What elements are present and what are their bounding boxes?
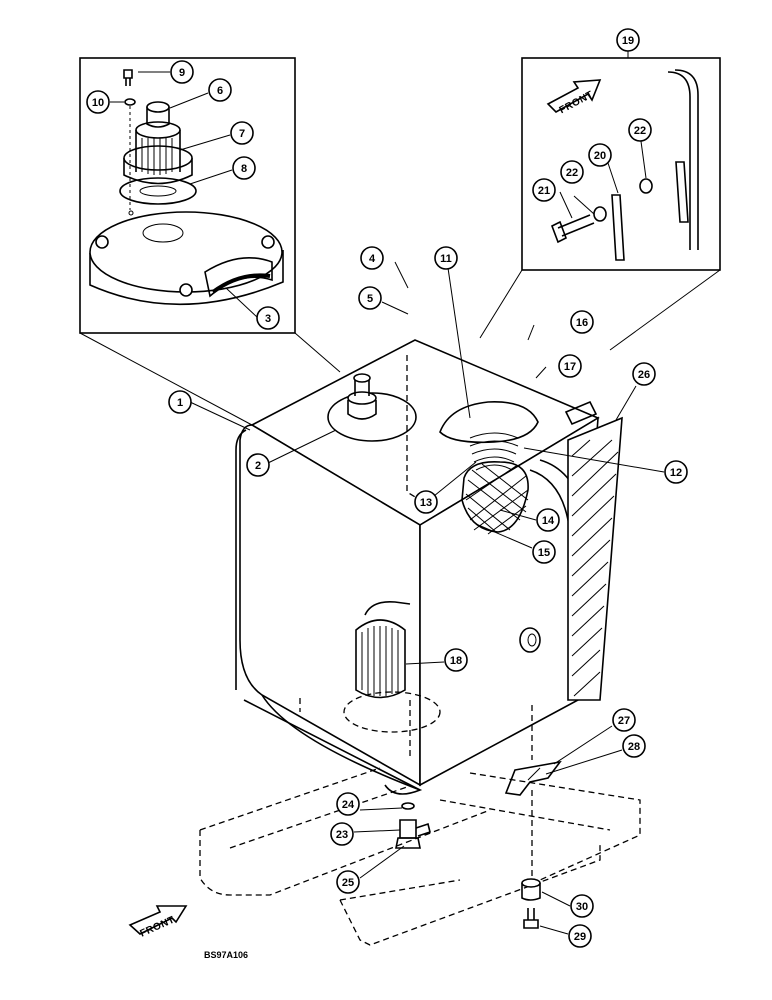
callout-9: 9 [170,60,194,84]
frame-crossmember [199,760,641,946]
svg-text:22: 22 [566,167,578,179]
callout-25: 25 [336,870,360,894]
callout-19: 19 [616,28,640,52]
svg-text:30: 30 [576,901,588,913]
callout-27: 27 [612,708,636,732]
svg-text:5: 5 [367,293,373,305]
svg-text:11: 11 [440,253,452,265]
callout-21: 21 [532,178,556,202]
callout-20: 20 [588,143,612,167]
callout-2: 2 [246,453,270,477]
callout-14: 14 [536,508,560,532]
front-label-inset: FRONT [558,89,596,116]
svg-text:22: 22 [634,125,646,137]
svg-text:12: 12 [670,467,682,479]
callout-24: 24 [336,792,360,816]
svg-text:26: 26 [638,369,650,381]
svg-text:1: 1 [177,397,183,409]
svg-text:25: 25 [342,877,354,889]
callout-29: 29 [568,924,592,948]
callout-6: 6 [208,78,232,102]
callout-23: 23 [330,822,354,846]
callout-30: 30 [570,894,594,918]
svg-text:3: 3 [265,313,271,325]
svg-text:16: 16 [576,317,588,329]
callout-5: 5 [358,286,382,310]
svg-text:7: 7 [239,128,245,140]
svg-text:19: 19 [622,35,634,47]
bracket-inset-panel: FRONT [521,57,721,271]
svg-text:8: 8 [241,163,247,175]
svg-text:9: 9 [179,67,185,79]
svg-text:23: 23 [336,829,348,841]
callout-1: 1 [168,390,192,414]
svg-text:17: 17 [564,361,576,373]
callout-22-left: 22 [560,160,584,184]
svg-text:14: 14 [542,515,555,527]
callout-8: 8 [232,156,256,180]
svg-text:13: 13 [420,497,432,509]
callout-17: 17 [558,354,582,378]
callout-15: 15 [532,540,556,564]
front-arrow-inset-icon [546,79,602,113]
callout-11: 11 [434,246,458,270]
callout-18: 18 [444,648,468,672]
svg-text:21: 21 [538,185,550,197]
callout-4: 4 [360,246,384,270]
svg-text:15: 15 [538,547,550,559]
front-arrow-icon: FRONT [128,905,188,940]
svg-text:18: 18 [450,655,462,667]
callout-22-right: 22 [628,118,652,142]
callout-16: 16 [570,310,594,334]
leader-lines [79,48,721,935]
svg-text:24: 24 [342,799,355,811]
callout-12: 12 [664,460,688,484]
svg-text:27: 27 [618,715,630,727]
filter-inset-panel [79,57,296,334]
drawing-code: BS97A106 [204,950,248,960]
callout-7: 7 [230,121,254,145]
svg-text:10: 10 [92,97,104,109]
oil-cooler [564,400,623,701]
svg-text:2: 2 [255,460,261,472]
callout-28: 28 [622,734,646,758]
svg-text:4: 4 [369,253,376,265]
callout-13: 13 [414,490,438,514]
svg-text:29: 29 [574,931,586,943]
callout-26: 26 [632,362,656,386]
hydraulic-tank [235,339,600,795]
svg-text:28: 28 [628,741,640,753]
callout-3: 3 [256,306,280,330]
svg-text:20: 20 [594,150,606,162]
callout-10: 10 [86,90,110,114]
svg-text:6: 6 [217,85,223,97]
